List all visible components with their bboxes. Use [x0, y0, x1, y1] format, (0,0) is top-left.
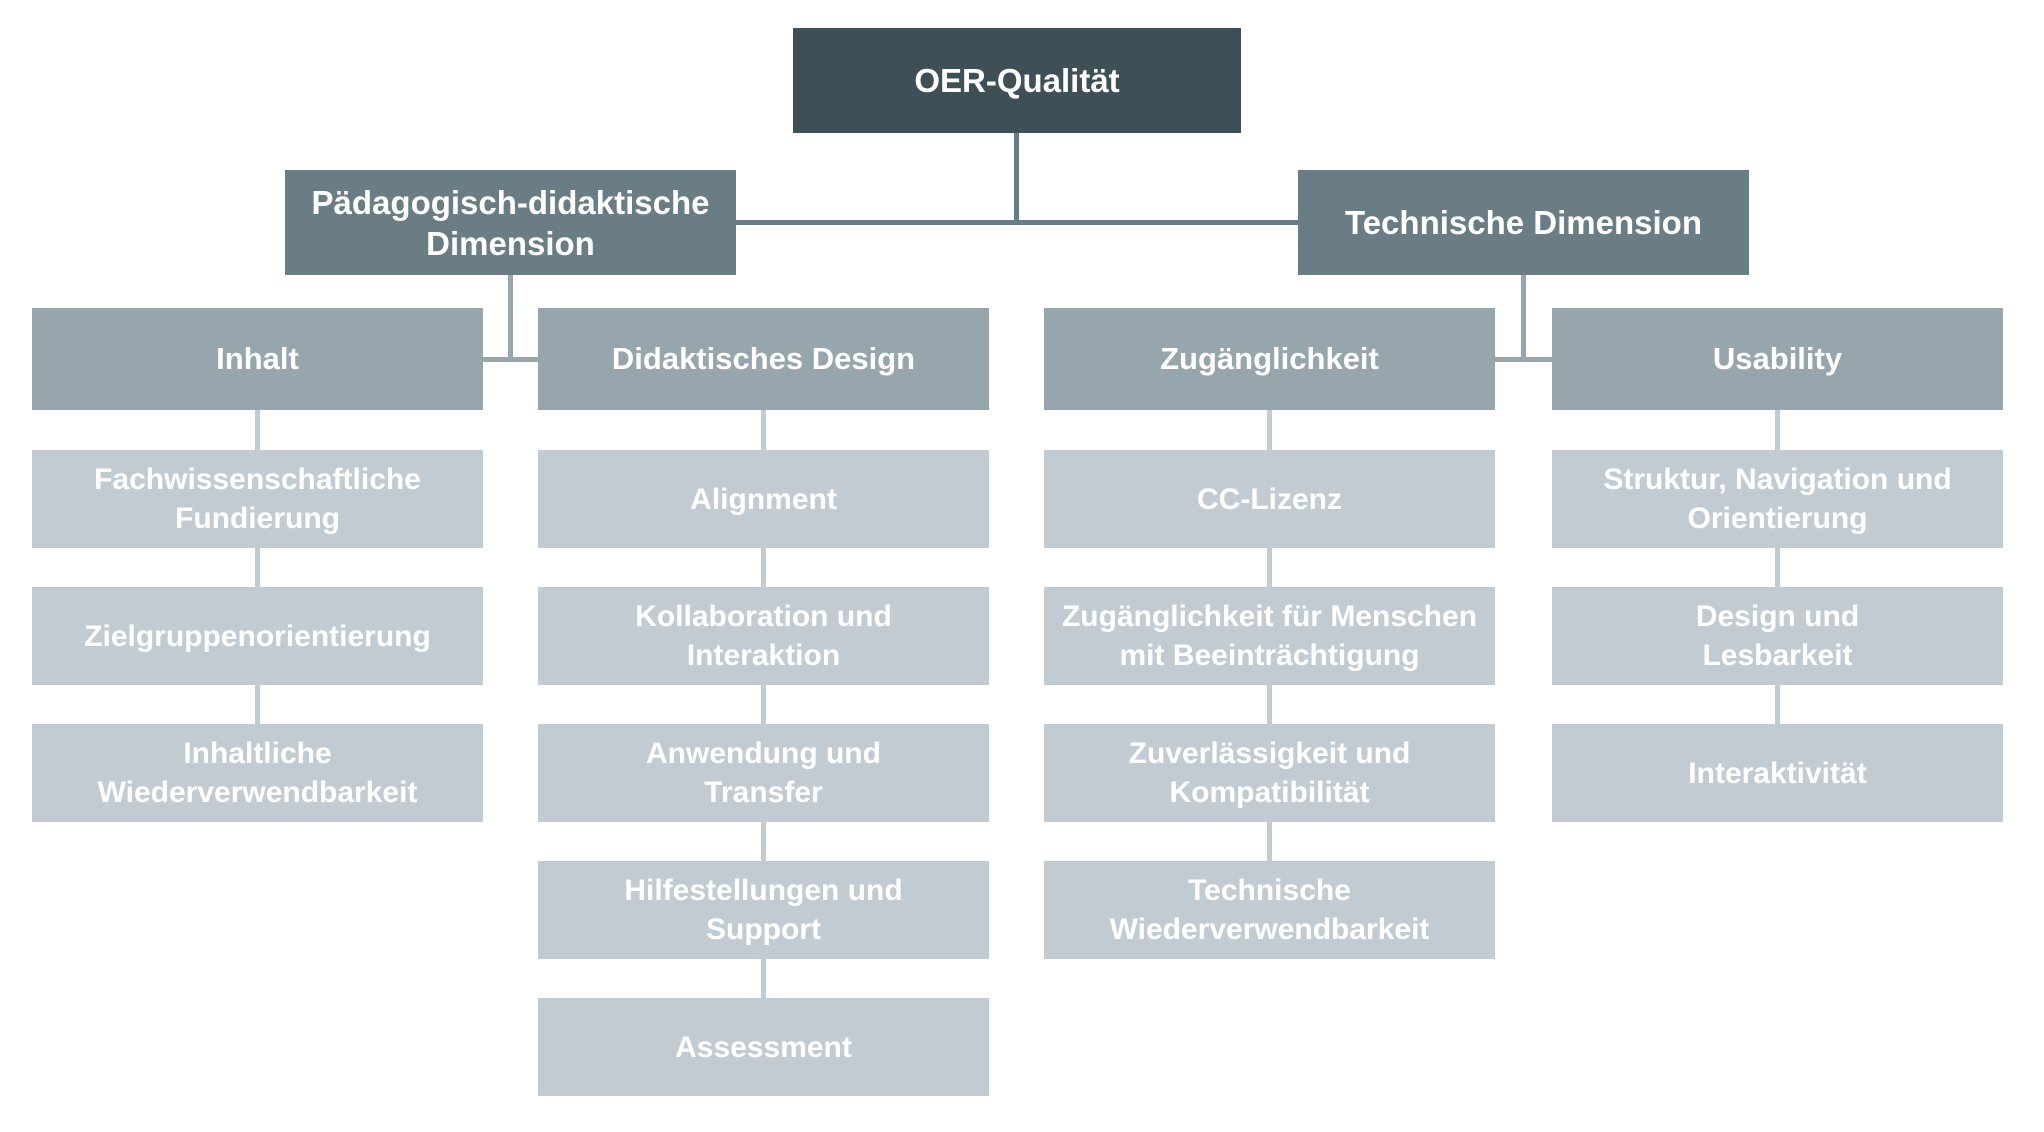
connector-col1-header-item1 — [255, 410, 260, 450]
connector-col3-item1-item2 — [1267, 548, 1272, 587]
node-zugaenglichkeit-beeintraechtigung: Zugänglichkeit für Menschen mit Beeinträ… — [1044, 587, 1495, 685]
node-oer-qualitaet: OER-Qualität — [793, 28, 1241, 133]
connector-root-horizontal — [736, 220, 1298, 225]
node-inhalt: Inhalt — [32, 308, 483, 410]
node-design-und-lesbarkeit: Design und Lesbarkeit — [1552, 587, 2003, 685]
connector-col3-header-item1 — [1267, 410, 1272, 450]
node-interaktivitaet: Interaktivität — [1552, 724, 2003, 822]
node-usability: Usability — [1552, 308, 2003, 410]
connector-col4-header-item1 — [1775, 410, 1780, 450]
node-cc-lizenz: CC-Lizenz — [1044, 450, 1495, 548]
node-technische-wiederverwendbarkeit: Technische Wiederverwendbarkeit — [1044, 861, 1495, 959]
connector-col1-item1-item2 — [255, 548, 260, 587]
connector-col2-item2-item3 — [761, 685, 766, 724]
connector-zugaenglichkeit-usability-horizontal — [1495, 357, 1552, 362]
node-anwendung-und-transfer: Anwendung und Transfer — [538, 724, 989, 822]
connector-col4-item2-item3 — [1775, 685, 1780, 724]
connector-col2-item1-item2 — [761, 548, 766, 587]
connector-col4-item1-item2 — [1775, 548, 1780, 587]
node-kollaboration-und-interaktion: Kollaboration und Interaktion — [538, 587, 989, 685]
connector-col3-item2-item3 — [1267, 685, 1272, 724]
connector-col3-item3-item4 — [1267, 822, 1272, 861]
node-paedagogisch-didaktische-dimension: Pädagogisch-didaktische Dimension — [285, 170, 736, 275]
connector-paedagogisch-vertical — [508, 275, 513, 362]
connector-technisch-vertical — [1521, 275, 1526, 362]
connector-inhalt-didaktisches-horizontal — [483, 357, 538, 362]
node-technische-dimension: Technische Dimension — [1298, 170, 1749, 275]
connector-col2-item3-item4 — [761, 822, 766, 861]
node-zugaenglichkeit: Zugänglichkeit — [1044, 308, 1495, 410]
connector-root-vertical — [1014, 133, 1019, 225]
connector-col1-item2-item3 — [255, 685, 260, 724]
connector-col2-header-item1 — [761, 410, 766, 450]
node-assessment: Assessment — [538, 998, 989, 1096]
node-zuverlaessigkeit-und-kompatibilitaet: Zuverlässigkeit und Kompatibilität — [1044, 724, 1495, 822]
node-hilfestellungen-und-support: Hilfestellungen und Support — [538, 861, 989, 959]
node-didaktisches-design: Didaktisches Design — [538, 308, 989, 410]
node-inhaltliche-wiederverwendbarkeit: Inhaltliche Wiederverwendbarkeit — [32, 724, 483, 822]
node-zielgruppenorientierung: Zielgruppenorientierung — [32, 587, 483, 685]
node-fachwissenschaftliche-fundierung: Fachwissenschaftliche Fundierung — [32, 450, 483, 548]
node-alignment: Alignment — [538, 450, 989, 548]
node-struktur-navigation-orientierung: Struktur, Navigation und Orientierung — [1552, 450, 2003, 548]
connector-col2-item4-item5 — [761, 959, 766, 998]
